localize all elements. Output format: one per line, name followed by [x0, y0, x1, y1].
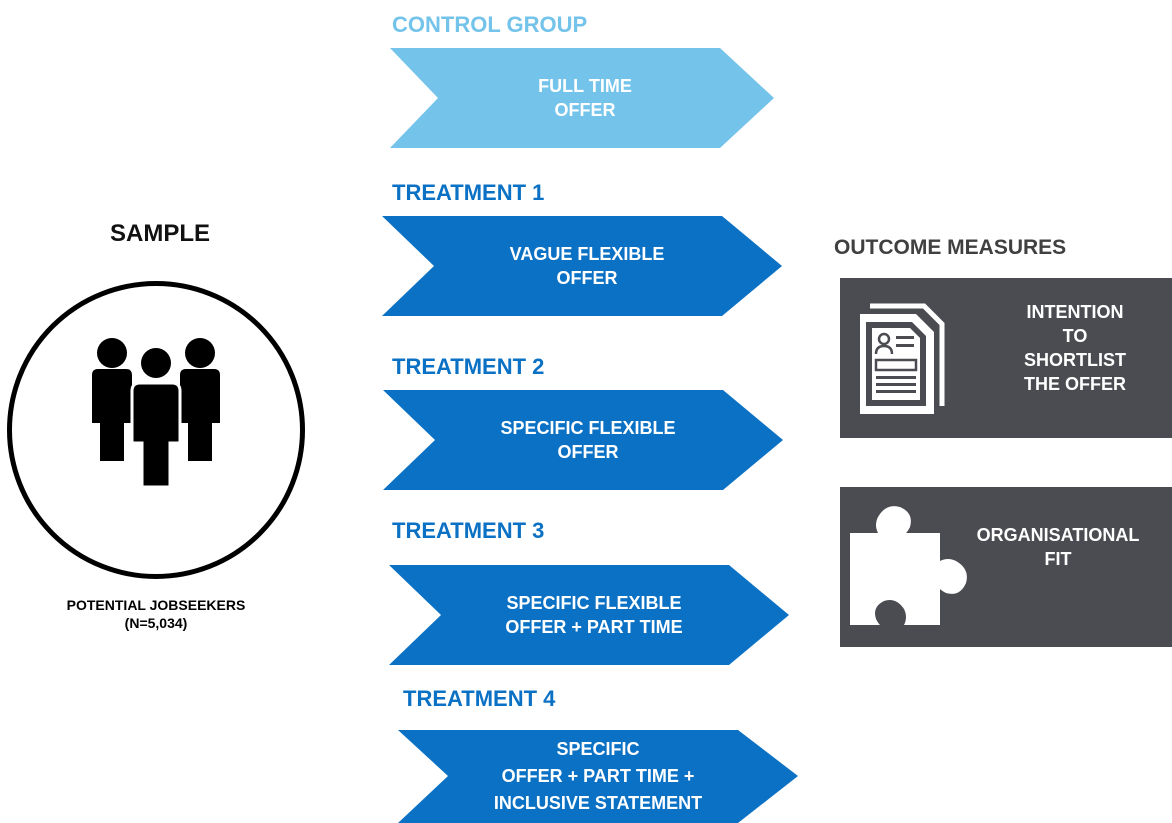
treatment-2-heading: TREATMENT 2: [392, 354, 545, 379]
outcome-intention-line3: SHORTLIST: [1024, 350, 1126, 370]
treatment-3-text: SPECIFIC FLEXIBLE OFFER + PART TIME: [449, 565, 739, 665]
outcome-intention-line4: THE OFFER: [1024, 374, 1126, 394]
sample-label-line1: POTENTIAL JOBSEEKERS: [66, 597, 246, 613]
treatment-2-line2: OFFER: [557, 442, 619, 462]
outcome-intention-text: INTENTION TO SHORTLIST THE OFFER: [990, 300, 1160, 396]
treatment-1-line2: OFFER: [556, 268, 618, 288]
control-group-line2: OFFER: [554, 100, 616, 120]
sample-title: SAMPLE: [109, 220, 210, 247]
control-group-text: FULL TIME OFFER: [450, 48, 720, 148]
treatment-3-heading: TREATMENT 3: [392, 518, 545, 543]
sample-label: POTENTIAL JOBSEEKERS (N=5,034): [20, 596, 292, 632]
outcome-intention-line2: TO: [1062, 326, 1088, 346]
treatment-4-line3: INCLUSIVE STATEMENT: [493, 793, 703, 813]
control-group-line1: FULL TIME: [538, 76, 632, 96]
outcome-intention-box: INTENTION TO SHORTLIST THE OFFER: [840, 278, 1172, 438]
outcomes-title: OUTCOME MEASURES: [834, 236, 1067, 259]
treatment-3-line1: SPECIFIC FLEXIBLE: [506, 593, 682, 613]
treatment-2-text: SPECIFIC FLEXIBLE OFFER: [443, 390, 733, 490]
outcome-fit-line1: ORGANISATIONAL: [976, 525, 1140, 545]
treatment-4-text: SPECIFIC OFFER + PART TIME + INCLUSIVE S…: [448, 730, 748, 823]
treatment-4-arrow: SPECIFIC OFFER + PART TIME + INCLUSIVE S…: [398, 730, 798, 823]
treatment-2-arrow: SPECIFIC FLEXIBLE OFFER: [383, 390, 783, 490]
outcome-fit-line2: FIT: [1044, 549, 1072, 569]
treatment-4-line1: SPECIFIC: [556, 739, 640, 759]
treatment-2-line1: SPECIFIC FLEXIBLE: [500, 418, 676, 438]
people-group-icon: [92, 338, 220, 489]
treatment-1-text: VAGUE FLEXIBLE OFFER: [442, 216, 732, 316]
control-group-arrow: FULL TIME OFFER: [390, 48, 780, 148]
sample-circle: [7, 281, 305, 579]
outcome-intention-line1: INTENTION: [1026, 302, 1124, 322]
treatment-1-line1: VAGUE FLEXIBLE: [509, 244, 665, 264]
outcome-fit-text: ORGANISATIONAL FIT: [944, 523, 1172, 571]
puzzle-piece-icon: [850, 506, 967, 625]
treatment-1-arrow: VAGUE FLEXIBLE OFFER: [382, 216, 782, 316]
document-icon: [860, 303, 945, 414]
outcome-fit-box: ORGANISATIONAL FIT: [840, 487, 1172, 647]
sample-label-line2: (N=5,034): [124, 615, 188, 631]
control-group-heading: CONTROL GROUP: [392, 12, 588, 37]
treatment-3-arrow: SPECIFIC FLEXIBLE OFFER + PART TIME: [389, 565, 789, 665]
treatment-4-line2: OFFER + PART TIME +: [501, 766, 695, 786]
treatment-4-heading: TREATMENT 4: [403, 686, 556, 711]
treatment-3-line2: OFFER + PART TIME: [505, 617, 683, 637]
treatment-1-heading: TREATMENT 1: [392, 180, 545, 205]
